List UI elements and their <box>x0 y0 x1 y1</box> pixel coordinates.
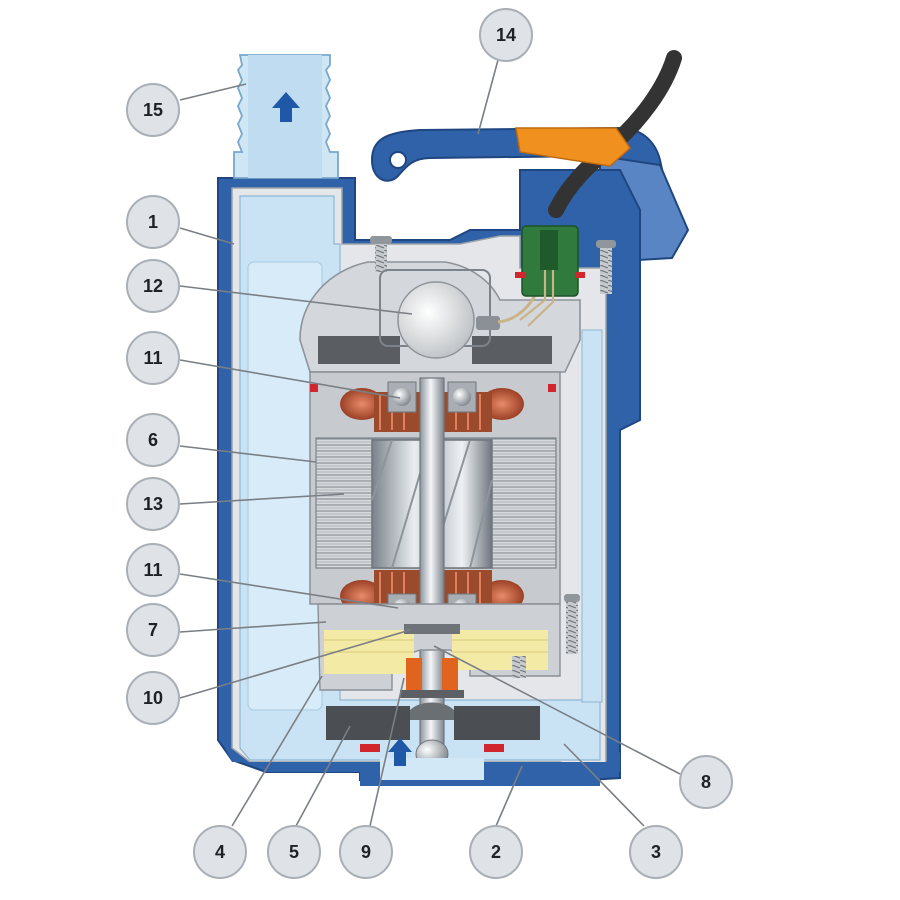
callout-10: 10 <box>126 671 180 725</box>
lip-seal <box>404 624 460 634</box>
leader-9 <box>369 677 405 827</box>
callout-6: 6 <box>126 413 180 467</box>
leader-4 <box>231 675 323 827</box>
leader-6 <box>179 445 317 463</box>
water-channel-right <box>581 329 603 703</box>
svg-text:12: 12 <box>143 276 163 296</box>
outlet-spigot <box>233 54 339 179</box>
callout-4: 4 <box>193 825 247 879</box>
leader-2 <box>495 765 523 827</box>
cover-screw <box>596 240 616 294</box>
callout-5: 5 <box>267 825 321 879</box>
callout-15: 15 <box>126 83 180 137</box>
leader-15 <box>179 83 247 101</box>
callout-11-upper: 11 <box>126 331 180 385</box>
handle-hole <box>389 151 407 169</box>
svg-text:14: 14 <box>496 25 516 45</box>
callout-2: 2 <box>469 825 523 879</box>
svg-text:4: 4 <box>215 842 225 862</box>
leader-12 <box>179 285 413 315</box>
leader-1 <box>179 227 235 245</box>
mechanical-seal <box>400 658 464 698</box>
capacitor <box>379 269 542 359</box>
impeller <box>326 702 540 740</box>
svg-text:10: 10 <box>143 688 163 708</box>
callout-13: 13 <box>126 477 180 531</box>
flow-up-arrow-icon <box>272 92 300 122</box>
callout-11-lower: 11 <box>126 543 180 597</box>
leader-11b <box>179 573 399 609</box>
leader-13 <box>179 493 345 505</box>
svg-text:9: 9 <box>361 842 371 862</box>
callout-8: 8 <box>679 755 733 809</box>
leader-10 <box>179 629 411 699</box>
leader-7 <box>179 621 327 633</box>
terminal-board <box>515 225 585 327</box>
leader-5 <box>295 725 351 827</box>
callout-9: 9 <box>339 825 393 879</box>
leader-14 <box>477 59 499 135</box>
inlet-up-arrow-icon <box>388 738 412 766</box>
svg-text:15: 15 <box>143 100 163 120</box>
callout-14: 14 <box>479 8 533 62</box>
leader-8 <box>433 645 681 775</box>
svg-text:7: 7 <box>148 620 158 640</box>
svg-text:13: 13 <box>143 494 163 514</box>
callout-1: 1 <box>126 195 180 249</box>
svg-text:8: 8 <box>701 772 711 792</box>
callout-3: 3 <box>629 825 683 879</box>
upper-bearing <box>387 381 477 413</box>
leader-3 <box>563 743 645 827</box>
callout-7: 7 <box>126 603 180 657</box>
leader-11a <box>179 359 401 399</box>
callout-12: 12 <box>126 259 180 313</box>
svg-text:2: 2 <box>491 842 501 862</box>
pump-base <box>226 738 620 786</box>
leader-lines <box>179 59 681 827</box>
svg-text:3: 3 <box>651 842 661 862</box>
cover-screw <box>370 236 392 272</box>
svg-text:6: 6 <box>148 430 158 450</box>
svg-text:11: 11 <box>143 348 162 368</box>
svg-text:5: 5 <box>289 842 299 862</box>
svg-text:11: 11 <box>143 560 162 580</box>
svg-text:1: 1 <box>148 212 158 232</box>
power-cable <box>515 50 682 218</box>
